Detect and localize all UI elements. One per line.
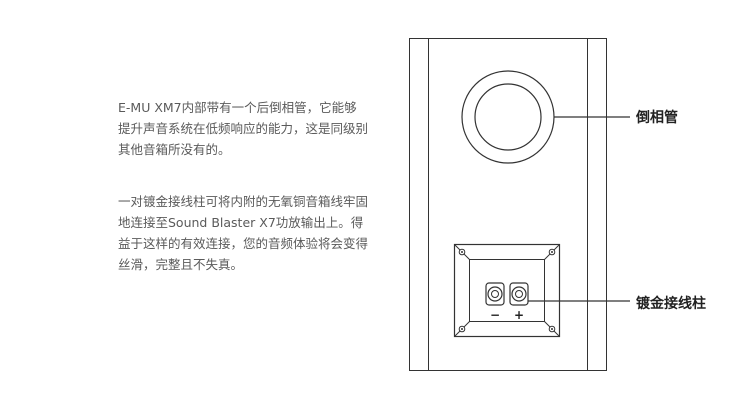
binding-post-text: 一对镀金接线柱可将内附的无氧铜音箱线牢固地连接至Sound Blaster X7… — [118, 194, 369, 272]
screw-icon — [458, 248, 466, 256]
negative-binding-post — [485, 282, 505, 306]
minus-symbol: − — [490, 308, 500, 322]
binding-posts-label: 镀金接线柱 — [636, 296, 706, 312]
bass-port-description: E-MU XM7内部带有一个后倒相管，它能够提升声音系统在低频响应的能力，这是同… — [118, 97, 368, 160]
binding-post-description: 一对镀金接线柱可将内附的无氧铜音箱线牢固地连接至Sound Blaster X7… — [118, 191, 368, 275]
plus-symbol: + — [514, 308, 524, 322]
positive-binding-post — [509, 282, 529, 306]
screw-icon — [458, 325, 466, 333]
screw-icon — [548, 325, 556, 333]
bass-port-graphic — [461, 70, 555, 164]
bass-port-label: 倒相管 — [636, 110, 678, 126]
terminal-plate: − + — [453, 243, 561, 338]
screw-icon — [548, 248, 556, 256]
bass-port-text: E-MU XM7内部带有一个后倒相管，它能够提升声音系统在低频响应的能力，这是同… — [118, 100, 369, 157]
